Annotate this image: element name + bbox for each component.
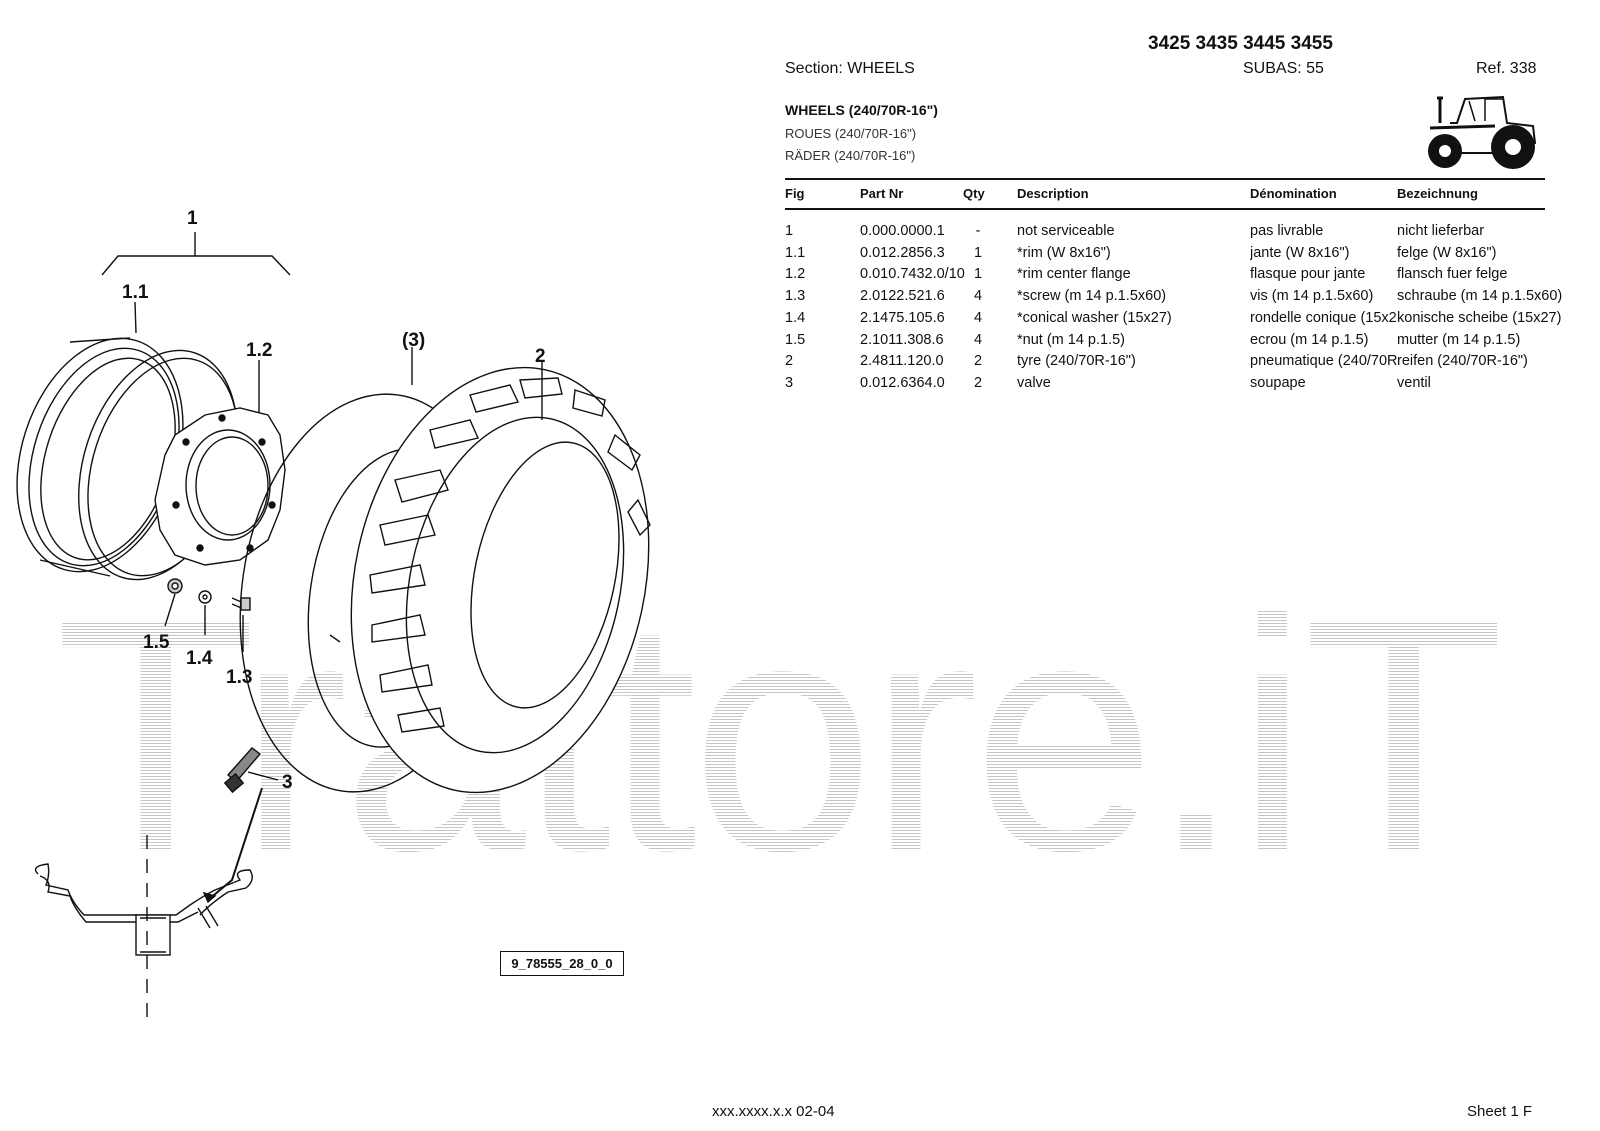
cell-bez: felge (W 8x16") bbox=[1397, 244, 1497, 261]
cell-denom: pneumatique (240/70R-16") bbox=[1250, 353, 1397, 370]
cell-denom: rondelle conique (15x27) bbox=[1250, 309, 1397, 326]
cell-fig: 1.4 bbox=[785, 309, 806, 326]
cell-qty: 2 bbox=[973, 353, 983, 370]
cell-desc: not serviceable bbox=[1017, 223, 1115, 239]
cell-bez: nicht lieferbar bbox=[1397, 223, 1485, 239]
tyre-drawing bbox=[350, 362, 651, 794]
cell-denom: ecrou (m 14 p.1.5) bbox=[1250, 331, 1369, 348]
cell-bez: mutter (m 14 p.1.5) bbox=[1397, 331, 1521, 348]
rim-drawing bbox=[16, 337, 239, 581]
col-header-part: Part Nr bbox=[860, 186, 904, 201]
cell-part: 0.012.2856.3 bbox=[860, 244, 945, 261]
cell-qty: 4 bbox=[973, 331, 983, 348]
cell-part: 0.010.7432.0/10 bbox=[860, 266, 965, 283]
cell-bez: flansch fuer felge bbox=[1397, 266, 1508, 283]
callout-1: 1 bbox=[187, 208, 198, 229]
cell-qty: 2 bbox=[973, 374, 983, 391]
table-header-rule bbox=[785, 208, 1545, 210]
cell-fig: 2 bbox=[785, 353, 794, 370]
fastener-drawings bbox=[164, 578, 251, 652]
col-header-denomination: Dénomination bbox=[1250, 186, 1337, 201]
callout-1-2: 1.2 bbox=[246, 340, 273, 361]
cell-bez: schraube (m 14 p.1.5x60) bbox=[1397, 288, 1563, 305]
table-row: 3 0.012.6364.0 2 valve soupape ventil bbox=[785, 375, 1565, 397]
watermark-text: Trattore.iT bbox=[55, 570, 1565, 900]
cell-denom: pas livrable bbox=[1250, 223, 1324, 239]
drawing-number: 9_78555_28_0_0 bbox=[500, 951, 624, 976]
subas-label: SUBAS: 55 bbox=[1243, 60, 1324, 77]
cell-denom: jante (W 8x16") bbox=[1250, 244, 1350, 261]
cell-fig: 1.1 bbox=[785, 244, 806, 261]
cell-desc: *rim center flange bbox=[1017, 266, 1131, 283]
cell-part: 0.000.0000.1 bbox=[860, 223, 945, 239]
cell-desc: tyre (240/70R-16") bbox=[1017, 353, 1136, 370]
callout-2: 2 bbox=[535, 346, 546, 367]
cell-fig: 1.2 bbox=[785, 266, 806, 283]
col-header-bezeichnung: Bezeichnung bbox=[1397, 186, 1478, 201]
callout-3: 3 bbox=[282, 772, 293, 793]
cell-bez: reifen (240/70R-16") bbox=[1397, 353, 1528, 370]
cell-qty: 1 bbox=[973, 266, 983, 283]
sheet-label: Sheet 1 F bbox=[1467, 1103, 1533, 1120]
table-row: 2 2.4811.120.0 2 tyre (240/70R-16") pneumati… bbox=[785, 353, 1565, 375]
cell-part: 0.012.6364.0 bbox=[860, 374, 945, 391]
title-french: ROUES (240/70R-16") bbox=[785, 126, 917, 141]
col-header-description: Description bbox=[1017, 186, 1089, 201]
callout-1-4: 1.4 bbox=[186, 648, 213, 669]
col-header-qty: Qty bbox=[963, 186, 985, 201]
callout-1-5: 1.5 bbox=[143, 632, 170, 653]
title-english: WHEELS (240/70R-16") bbox=[785, 102, 938, 118]
ref-label: Ref. 338 bbox=[1476, 60, 1537, 77]
cell-fig: 3 bbox=[785, 374, 794, 391]
cell-qty: 4 bbox=[973, 309, 983, 326]
cell-bez: konische scheibe (15x27) bbox=[1397, 309, 1562, 326]
title-german: RÄDER (240/70R-16") bbox=[785, 148, 916, 163]
section-label: Section: WHEELS bbox=[785, 60, 915, 77]
cell-qty: - bbox=[975, 223, 981, 239]
cell-part: 2.4811.120.0 bbox=[860, 353, 944, 370]
rim-section-drawing bbox=[34, 835, 253, 1020]
table-row: 1.4 2.1475.105.6 4 *conical washer (15x27) r… bbox=[785, 310, 1565, 332]
callout-1-1: 1.1 bbox=[122, 282, 149, 303]
cell-desc: *rim (W 8x16") bbox=[1017, 244, 1111, 261]
cell-fig: 1.3 bbox=[785, 288, 806, 305]
wheel-exploded-diagram bbox=[16, 232, 651, 1020]
cell-qty: 1 bbox=[973, 244, 983, 261]
cell-part: 2.1011.308.6 bbox=[860, 331, 944, 348]
cell-part: 2.1475.105.6 bbox=[860, 309, 945, 326]
table-row: 1 0.000.0000.1 - not serviceable pas livrabl… bbox=[785, 223, 1565, 245]
cell-part: 2.0122.521.6 bbox=[860, 288, 945, 305]
model-numbers: 3425 3435 3445 3455 bbox=[1148, 33, 1333, 54]
table-row: 1.3 2.0122.521.6 4 *screw (m 14 p.1.5x60) vi… bbox=[785, 288, 1565, 310]
cell-qty: 4 bbox=[973, 288, 983, 305]
cell-fig: 1 bbox=[785, 223, 794, 239]
cell-bez: ventil bbox=[1397, 374, 1431, 391]
cell-denom: flasque pour jante bbox=[1250, 266, 1366, 283]
footer-code: xxx.xxxx.x.x 02-04 bbox=[712, 1103, 835, 1120]
tractor-icon bbox=[1428, 95, 1537, 169]
cell-desc: *nut (m 14 p.1.5) bbox=[1017, 331, 1125, 348]
parts-table-body: 1 0.000.0000.1 - not serviceable pas livrabl… bbox=[785, 223, 1565, 403]
table-row: 1.1 0.012.2856.3 1 *rim (W 8x16") jante (W 8… bbox=[785, 245, 1565, 267]
cell-fig: 1.5 bbox=[785, 331, 806, 348]
table-row: 1.2 0.010.7432.0/10 1 *rim center flange fla… bbox=[785, 266, 1565, 288]
cell-desc: *screw (m 14 p.1.5x60) bbox=[1017, 288, 1167, 305]
cell-denom: vis (m 14 p.1.5x60) bbox=[1250, 288, 1374, 305]
flange-drawing bbox=[154, 407, 286, 566]
table-row: 1.5 2.1011.308.6 4 *nut (m 14 p.1.5) ecrou (… bbox=[785, 332, 1565, 354]
cell-desc: valve bbox=[1017, 374, 1051, 391]
group-bracket bbox=[101, 232, 291, 276]
callout-3-paren: (3) bbox=[402, 330, 426, 351]
table-top-rule bbox=[785, 178, 1545, 180]
col-header-fig: Fig bbox=[785, 186, 805, 201]
cell-desc: *conical washer (15x27) bbox=[1017, 309, 1172, 326]
cell-denom: soupape bbox=[1250, 374, 1306, 391]
valve-drawing bbox=[202, 747, 279, 904]
